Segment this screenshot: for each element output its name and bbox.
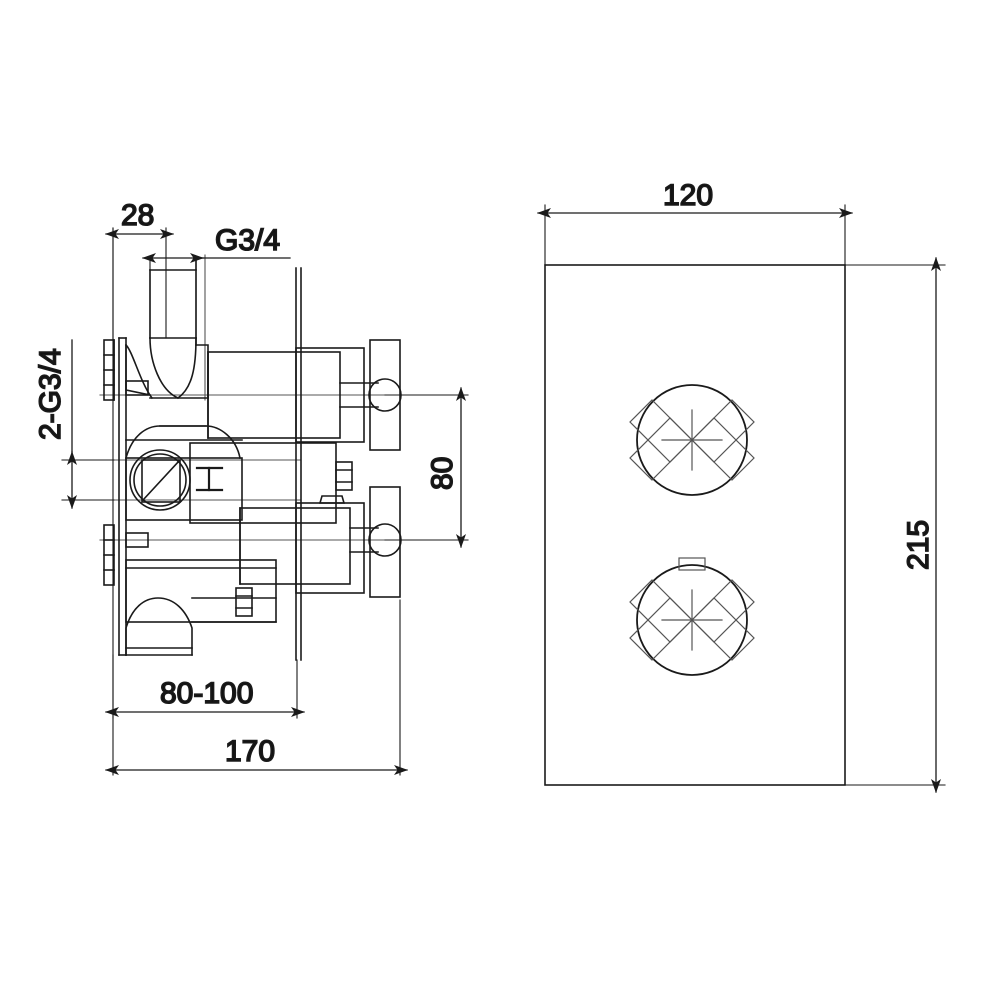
upper-stub-nipple [125, 380, 149, 396]
dim-80: 80 [384, 387, 469, 548]
flow-symbol [195, 466, 224, 492]
handle-indicator-tab [678, 557, 706, 571]
bottom-inlet-port [125, 597, 277, 656]
dim-2g34-label: 2-G3/4 [34, 348, 67, 440]
inspection-port-circle [129, 449, 191, 511]
mid-valve-block [125, 425, 243, 521]
wall-mounting-plate [103, 337, 127, 656]
dim-80-100-label: 80-100 [160, 677, 253, 710]
dim-170: 170 [105, 227, 408, 776]
dim-28-label: 28 [121, 199, 154, 232]
handle-lower[interactable] [629, 557, 755, 676]
lower-valve-body [239, 507, 351, 585]
lower-stub-nipple [125, 532, 149, 548]
centre-lines [79, 254, 466, 541]
front-face-plate-view: 120 215 [537, 178, 946, 793]
face-plate-outline [544, 264, 846, 786]
upper-control-spindle [339, 382, 379, 408]
lower-housing-block [125, 559, 277, 623]
upper-valve-body [207, 351, 341, 439]
dim-215-label: 215 [902, 520, 935, 570]
lower-handle-bar[interactable] [368, 486, 402, 598]
valve-housing-block [189, 442, 353, 524]
dim-80-100: 80-100 [105, 654, 305, 719]
dim-120: 120 [537, 178, 853, 266]
lower-cartridge-extension [295, 495, 365, 594]
dim-g34: G3/4 [142, 223, 291, 339]
face-plate-edge [295, 267, 302, 661]
handle-upper[interactable] [629, 384, 755, 496]
dim-170-label: 170 [225, 735, 275, 768]
dim-80-label: 80 [426, 457, 459, 490]
dim-28: 28 [105, 198, 174, 341]
dim-215: 215 [844, 257, 946, 793]
side-section-view: 28 G3/4 2-G3/4 [33, 198, 469, 776]
dim-2g34: 2-G3/4 [33, 339, 115, 509]
dim-g34-label: G3/4 [215, 224, 280, 257]
dim-120-label: 120 [663, 179, 713, 212]
